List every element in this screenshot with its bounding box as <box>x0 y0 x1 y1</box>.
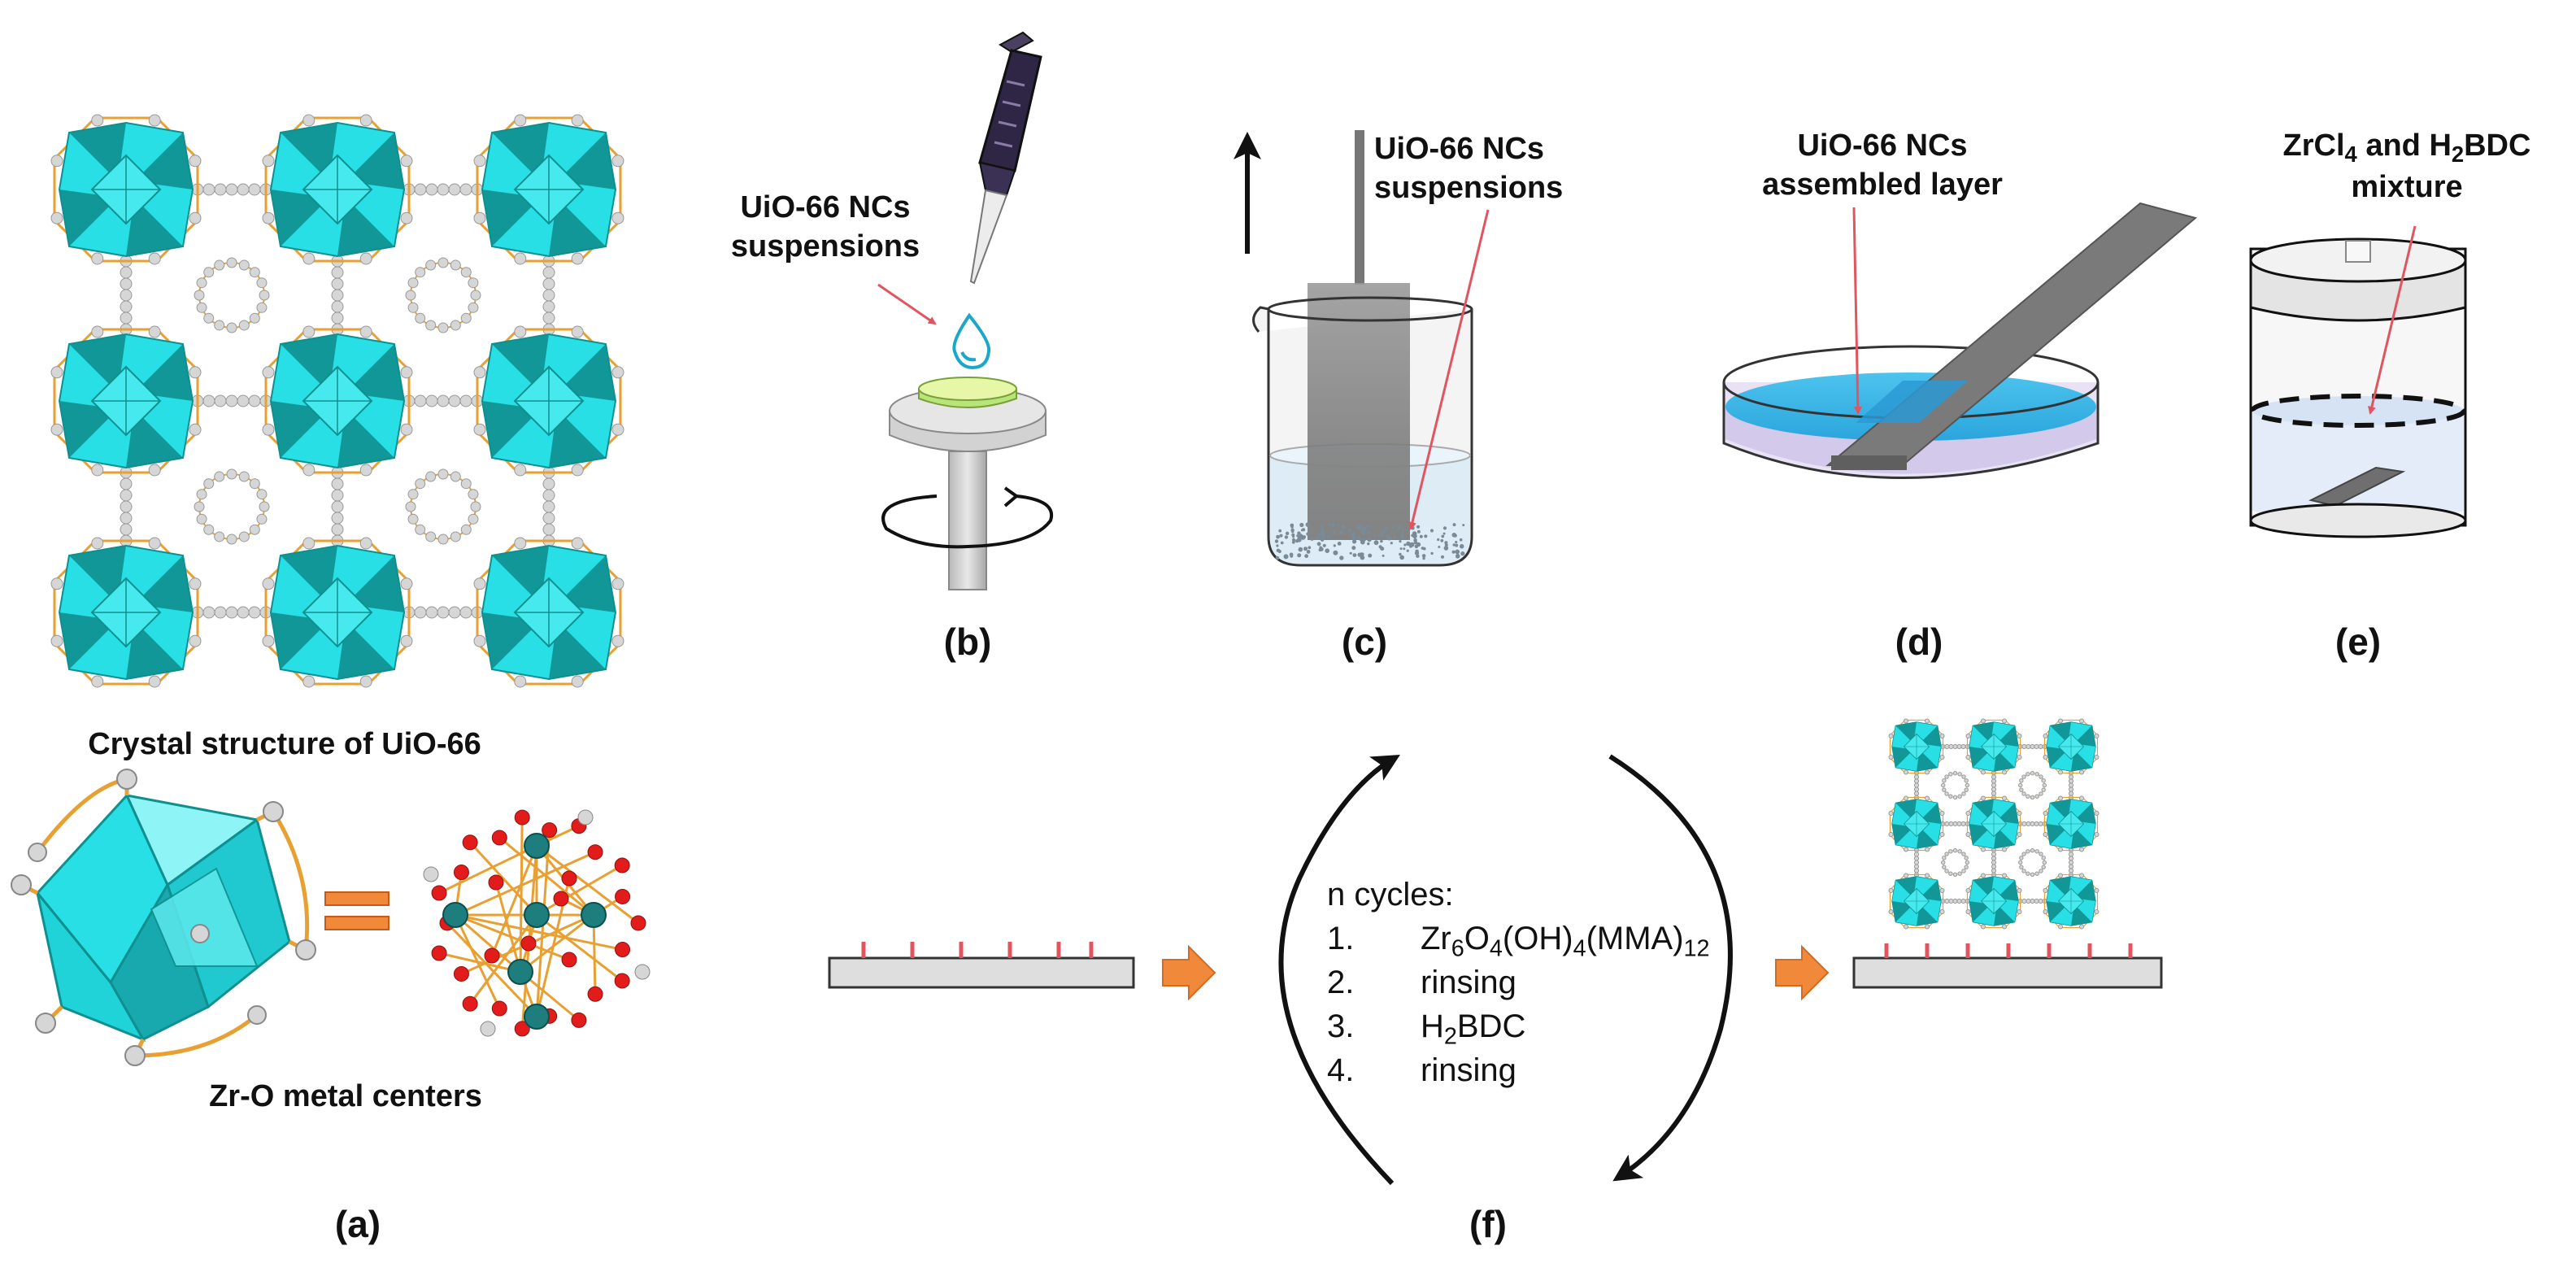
cycle-step-text: rinsing <box>1421 965 1516 1000</box>
panel-label-a: (a) <box>334 1203 381 1245</box>
zr-o-polyhedral-cluster <box>11 769 316 1066</box>
panel-label-e: (e) <box>2334 621 2382 663</box>
annotation-e: ZrCl4 and H2BDC mixture <box>2282 128 2531 205</box>
cycle-step-text: Zr <box>1421 921 1451 956</box>
cycle-step-number: 3. <box>1327 1008 1355 1044</box>
caption-crystal-structure: Crystal structure of UiO-66 <box>88 727 481 761</box>
panel-label-d: (d) <box>1895 621 1943 663</box>
orange-arrow-right <box>1775 944 1830 1001</box>
spin-coater <box>881 377 1054 590</box>
cycle-step-text: 4 <box>1573 935 1586 962</box>
cycle-step: 1.Zr6O4(OH)4(MMA)12 <box>1327 921 1710 963</box>
cycle-arrows <box>1278 754 1733 1186</box>
mof-coated-substrate <box>1852 718 2163 989</box>
panel-label-f: (f) <box>1469 1203 1507 1245</box>
equals-sign <box>324 891 389 930</box>
pointer-arrow-b <box>877 283 937 325</box>
cycle-step-text: 6 <box>1451 935 1464 962</box>
panel-label-c: (c) <box>1341 621 1388 663</box>
cycle-title: n cycles: <box>1327 877 1454 913</box>
orange-arrow-left <box>1162 944 1216 1001</box>
cycle-step-text: 2 <box>1443 1023 1457 1050</box>
cycle-step-text: (MMA) <box>1586 921 1684 956</box>
beaker-dip <box>1252 130 1473 567</box>
cycle-step-number: 1. <box>1327 921 1355 956</box>
cycle-step: 2. rinsing <box>1327 965 1516 1001</box>
cycle-step-text: H <box>1421 1008 1444 1044</box>
cycle-step: 3. H2BDC <box>1327 1008 1525 1051</box>
crystal-structure <box>50 114 624 688</box>
zr-o-ball-stick-cluster <box>423 809 651 1037</box>
cycle-step-text: 4 <box>1489 935 1503 962</box>
pointer-arrow-c <box>1408 209 1490 530</box>
petri-dish <box>1722 202 2198 479</box>
cycle-step-text: (OH) <box>1502 921 1573 956</box>
pointer-arrow-d <box>1852 207 1862 415</box>
panel-label-b: (b) <box>943 621 992 663</box>
cycle-step-text: O <box>1464 921 1490 956</box>
cycle-step-number: 2. <box>1327 965 1355 1000</box>
pipette <box>969 31 1042 285</box>
reaction-jar <box>2249 237 2467 538</box>
bare-substrate <box>828 942 1135 989</box>
cycle-step-text: 12 <box>1683 935 1710 962</box>
pointer-arrow-e <box>2367 225 2417 415</box>
cycle-step: 4. rinsing <box>1327 1052 1516 1089</box>
cycle-step-text: BDC <box>1456 1008 1526 1044</box>
water-drop-icon <box>952 312 991 370</box>
cycle-step-number: 4. <box>1327 1052 1355 1088</box>
cycle-step-text: rinsing <box>1421 1052 1516 1088</box>
caption-metal-centers: Zr-O metal centers <box>209 1079 482 1113</box>
